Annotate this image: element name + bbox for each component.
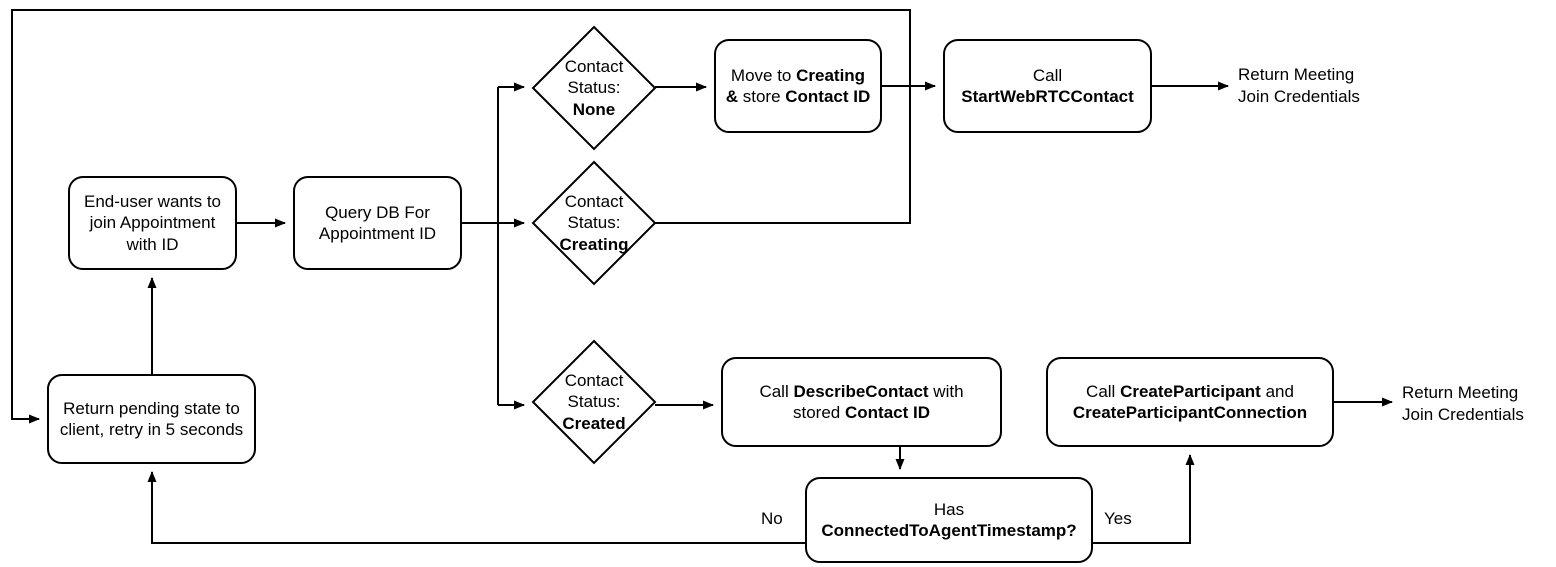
edge-label-no: No	[761, 509, 783, 528]
node-shape-status-created[interactable]	[531, 339, 657, 465]
node-shape-move-creating[interactable]	[714, 39, 882, 133]
node-shape-create-participant[interactable]	[1046, 357, 1334, 447]
connector-has-timestamp-yes-to-create-participant	[1092, 454, 1195, 544]
node-shape-status-creating[interactable]	[531, 160, 657, 286]
node-shape-end-user[interactable]	[68, 176, 237, 270]
edge-label-yes: Yes	[1104, 509, 1132, 528]
node-shape-status-none[interactable]	[531, 25, 657, 151]
node-shape-start-webrtc[interactable]	[943, 39, 1152, 133]
node-shape-has-timestamp[interactable]	[805, 477, 1093, 563]
node-shape-return-pending[interactable]	[47, 374, 256, 464]
connector-has-timestamp-no-to-return-pending	[147, 471, 806, 544]
terminal-return-credentials-top: Return Meeting Join Credentials	[1238, 65, 1360, 107]
shape-layer	[47, 25, 1334, 563]
connector-layer	[11, 9, 1393, 544]
node-shape-describe-contact[interactable]	[721, 357, 1002, 447]
node-shape-query-db[interactable]	[293, 176, 462, 270]
terminal-return-credentials-bottom: Return Meeting Join Credentials	[1402, 383, 1524, 425]
connector-status-creating-retry-loop	[11, 9, 911, 424]
